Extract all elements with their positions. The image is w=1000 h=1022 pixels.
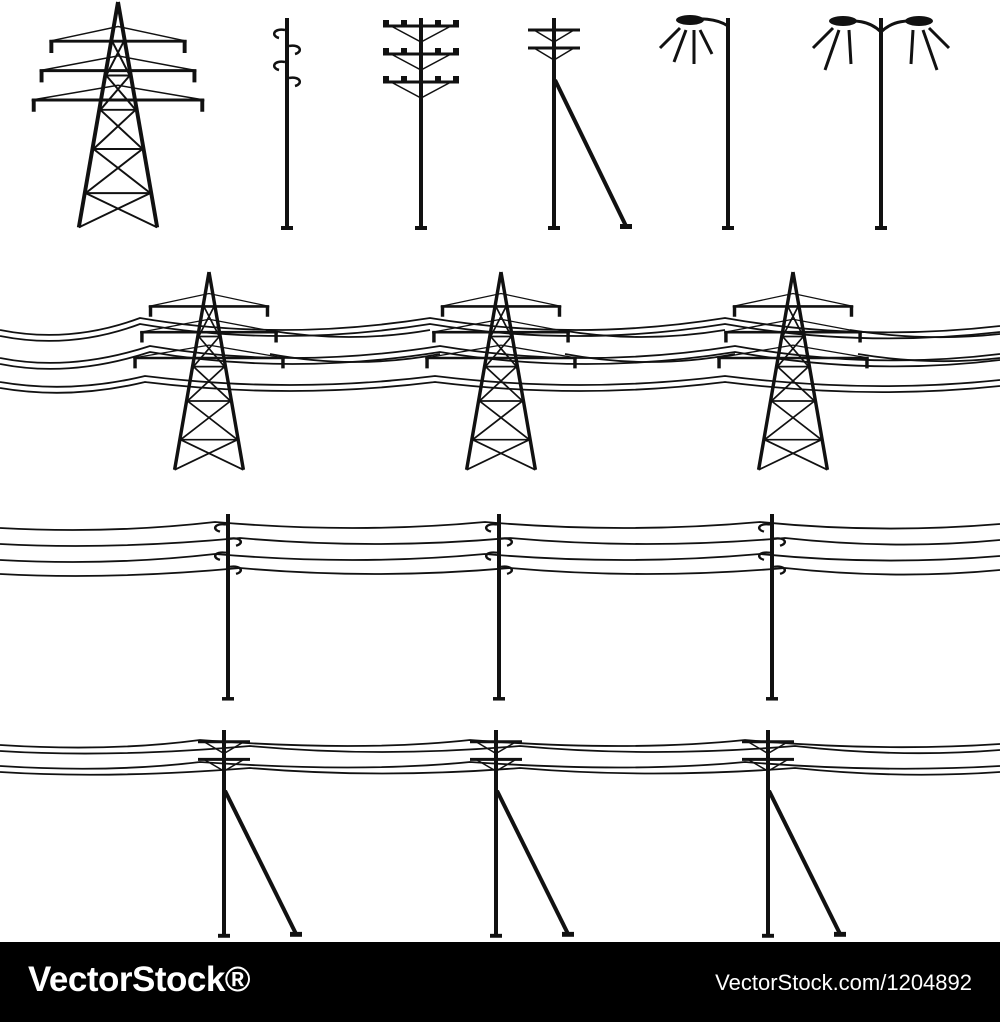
hook-pole xyxy=(484,512,514,702)
pole-with-brace-icon xyxy=(526,16,634,232)
braced-pole xyxy=(740,728,848,940)
tower xyxy=(131,270,287,472)
single-street-lamp-icon xyxy=(658,15,734,230)
transmission-tower-icon xyxy=(29,0,207,230)
braced-pole xyxy=(196,728,304,940)
watermark-footer: VectorStock® VectorStock.com/1204892 xyxy=(0,942,1000,1022)
wire-set xyxy=(0,317,1000,394)
poles-with-hook-insulators-and-wires xyxy=(0,512,1000,702)
wire-set xyxy=(0,739,1000,776)
power-lines-illustration xyxy=(0,0,1000,940)
brand-logo: VectorStock® xyxy=(28,960,251,999)
hook-pole xyxy=(757,512,787,702)
transmission-towers-with-wires xyxy=(0,270,1000,472)
braced-poles-with-wires xyxy=(0,728,1000,940)
image-credit: VectorStock.com/1204892 xyxy=(715,970,972,995)
double-street-lamp-icon xyxy=(811,16,951,230)
tower xyxy=(715,270,871,472)
hook-pole xyxy=(213,512,243,702)
tower xyxy=(423,270,579,472)
pole-with-hook-insulators-icon xyxy=(272,16,302,232)
pole-with-crossarms-icon xyxy=(381,16,461,232)
braced-pole xyxy=(468,728,576,940)
